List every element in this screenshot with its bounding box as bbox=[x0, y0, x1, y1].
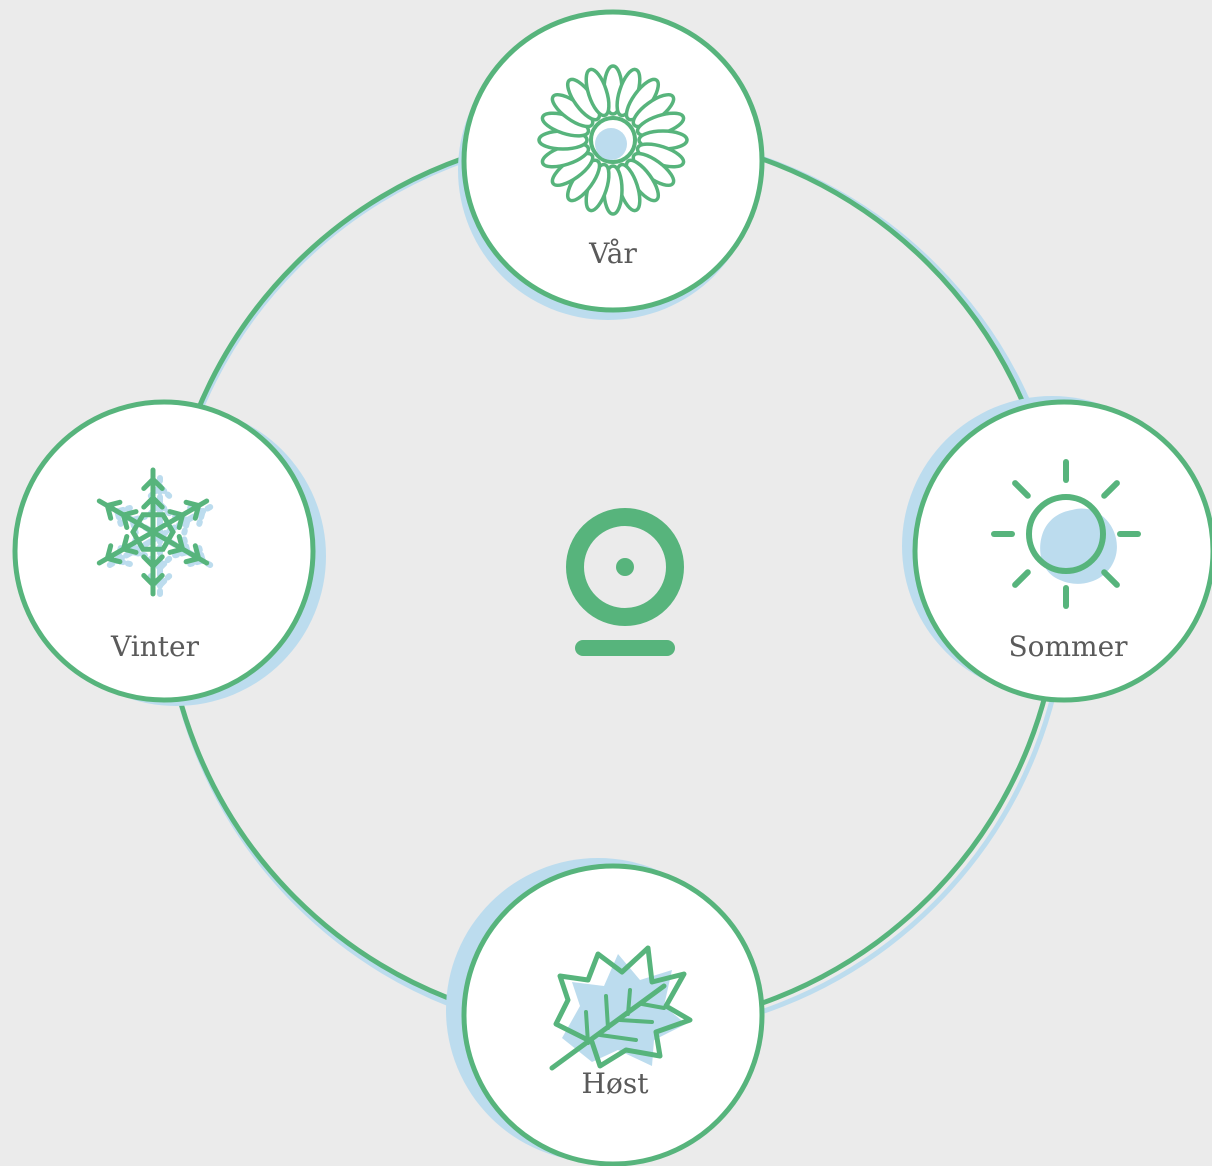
season-label-spring: Vår bbox=[588, 237, 637, 270]
season-node-autumn[interactable]: Høst bbox=[446, 858, 765, 1166]
season-node-summer[interactable]: Sommer bbox=[902, 396, 1212, 703]
season-label-winter: Vinter bbox=[110, 630, 200, 663]
snowflake-icon bbox=[96, 467, 214, 597]
season-label-summer: Sommer bbox=[1008, 630, 1128, 663]
sun-icon bbox=[991, 459, 1141, 609]
daisy-flower-icon bbox=[537, 64, 689, 216]
season-node-spring[interactable]: Vår bbox=[458, 9, 765, 320]
webcam-icon bbox=[566, 508, 684, 656]
season-label-autumn: Høst bbox=[582, 1067, 650, 1100]
season-node-winter[interactable]: Vinter bbox=[12, 399, 326, 706]
leaf-icon bbox=[549, 945, 693, 1071]
